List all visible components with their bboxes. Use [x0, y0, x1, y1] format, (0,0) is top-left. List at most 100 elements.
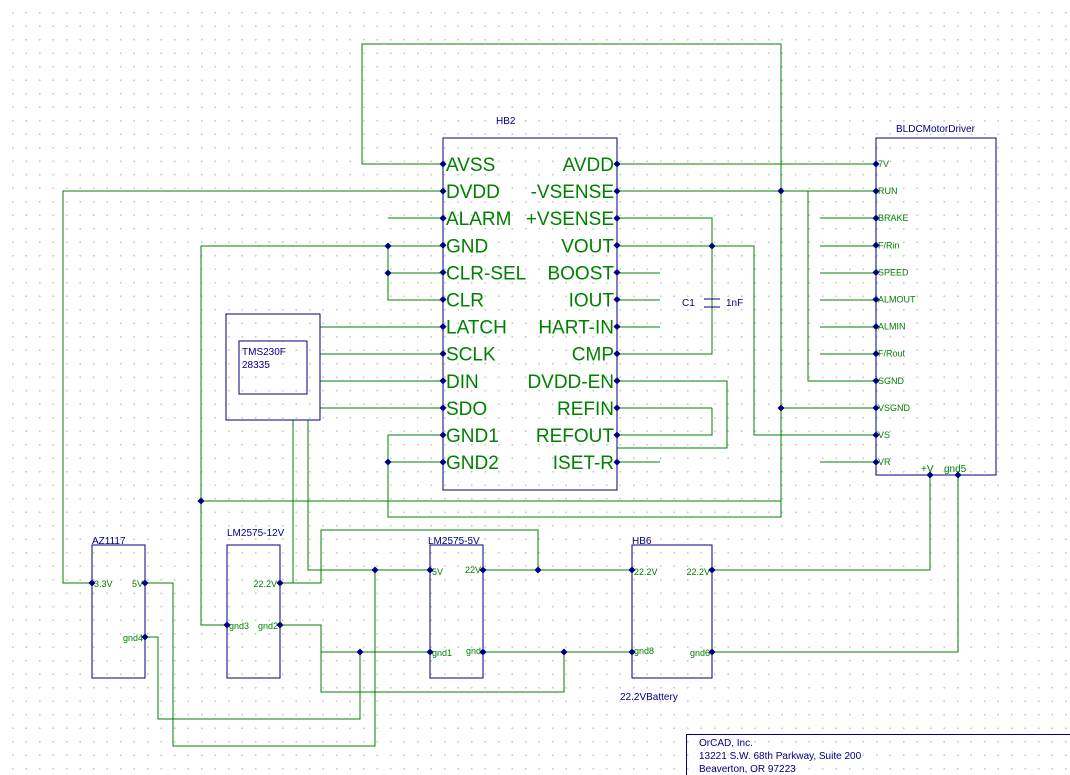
- lm5-pin-label: 5V: [432, 567, 443, 577]
- hb2-pin-label: HART-IN: [538, 318, 614, 339]
- junction-dot: [356, 648, 364, 656]
- hb2-right-pins: AVDD-VSENSE+VSENSEVOUTBOOSTIOUTHART-INCM…: [526, 155, 615, 474]
- hb6-battery[interactable]: HB6 22.2V 22.2V gnd8 gnd6 22.2VBattery: [620, 536, 713, 703]
- bldc-pin-label: VR: [878, 457, 891, 467]
- hb2-pin-label: REFIN: [557, 399, 614, 420]
- bldc-pin-label: SPEED: [878, 267, 909, 277]
- tms-label-line2: 28335: [242, 360, 270, 371]
- hb6-caption: 22.2VBattery: [620, 692, 678, 703]
- hb2-pin-label: VOUT: [561, 236, 614, 257]
- junction-dot: [384, 458, 392, 466]
- hb2-left-pins: AVSSDVDDALARMGNDCLR-SELCLRLATCHSCLKDINSD…: [446, 155, 526, 474]
- hb2-pin-label: LATCH: [446, 318, 507, 339]
- junction-dot: [439, 268, 447, 276]
- junction-dot: [613, 377, 621, 385]
- junction-dot: [708, 242, 716, 250]
- junction-dot: [197, 497, 205, 505]
- hb2-pin-label: CMP: [572, 345, 614, 366]
- title-block-city: Beaverton, OR 97223: [699, 764, 796, 775]
- junction-dot: [872, 214, 880, 222]
- junction-dot: [613, 350, 621, 358]
- tms-inner-body: [238, 340, 308, 395]
- junction-dot: [613, 187, 621, 195]
- hb6-pin-label: gnd8: [634, 646, 654, 656]
- hb2-pin-label: ISET-R: [553, 453, 614, 474]
- junction-dot: [371, 566, 379, 574]
- junction-dot: [384, 269, 392, 277]
- bldc-ref-label: BLDCMotorDriver: [896, 124, 976, 135]
- hb2-pin-label: AVSS: [446, 155, 495, 176]
- junction-dot: [613, 458, 621, 466]
- junction-dot: [872, 160, 880, 168]
- hb2-pin-label: CLR-SEL: [446, 263, 526, 284]
- junction-dot: [534, 566, 542, 574]
- junction-dot: [88, 579, 96, 587]
- bldc-pin-label: 7V: [878, 159, 889, 169]
- az1117-body: [91, 544, 146, 679]
- capacitor-c1[interactable]: C1 1nF: [682, 298, 743, 309]
- az1117-pin-label: 5V: [132, 579, 143, 589]
- junction-dot: [872, 431, 880, 439]
- bldc-pin-label: ALMOUT: [878, 295, 916, 305]
- junction-dot: [439, 404, 447, 412]
- junction-dot: [276, 621, 284, 629]
- junction-dot: [872, 323, 880, 331]
- junction-dot: [872, 187, 880, 195]
- lm2575-5v-regulator[interactable]: LM2575-5V 5V 22V gnd1 gnd: [428, 536, 484, 679]
- bldc-pin-label: gnd5: [944, 464, 967, 475]
- junction-dot: [613, 431, 621, 439]
- junction-dot: [439, 431, 447, 439]
- junction-dot: [872, 404, 880, 412]
- junction-dot: [628, 648, 636, 656]
- hb2-pin-label: DIN: [446, 372, 479, 393]
- junction-dot: [872, 241, 880, 249]
- junction-dots: [88, 160, 962, 656]
- bldc-motor-driver[interactable]: BLDCMotorDriver 7VRUNBRAKEF/RinSPEEDALMO…: [875, 124, 997, 476]
- junction-dot: [628, 566, 636, 574]
- hb6-ref-label: HB6: [632, 536, 652, 547]
- hb6-pin-label: gnd6: [690, 648, 710, 658]
- hb2-pin-label: AVDD: [563, 155, 614, 176]
- tms-label-line1: TMS230F: [242, 347, 286, 358]
- lm2575-12v-regulator[interactable]: LM2575-12V 22.2V gnd3 gnd2: [226, 528, 285, 679]
- bldc-pin-label: RUN: [878, 186, 898, 196]
- bldc-pin-label: SGND: [878, 376, 905, 386]
- junction-dot: [439, 241, 447, 249]
- junction-dot: [276, 579, 284, 587]
- lm5-pin-label: gnd: [466, 646, 481, 656]
- junction-dot: [439, 350, 447, 358]
- junction-dot: [872, 377, 880, 385]
- junction-dot: [872, 350, 880, 358]
- hb2-pin-label: SDO: [446, 399, 487, 420]
- hb2-pin-label: +VSENSE: [526, 209, 614, 230]
- lm12-body: [226, 544, 281, 679]
- hb2-chip[interactable]: HB2 AVSSDVDDALARMGNDCLR-SELCLRLATCHSCLKD…: [442, 116, 618, 491]
- junction-dot: [439, 160, 447, 168]
- junction-dot: [613, 268, 621, 276]
- junction-dot: [439, 323, 447, 331]
- junction-dot: [560, 648, 568, 656]
- junction-dot: [479, 566, 487, 574]
- junction-dot: [708, 566, 716, 574]
- bldc-pin-label: F/Rout: [878, 349, 906, 359]
- junction-dot: [777, 187, 785, 195]
- hb2-pin-label: DVDD-EN: [527, 372, 614, 393]
- junction-dot: [613, 295, 621, 304]
- lm12-pin-label: 22.2V: [253, 579, 277, 589]
- tms-processor[interactable]: TMS230F 28335: [225, 313, 321, 421]
- wires: [62, 43, 959, 747]
- junction-dot: [141, 633, 149, 641]
- bldc-pins: 7VRUNBRAKEF/RinSPEEDALMOUTALMINF/RoutSGN…: [878, 159, 916, 467]
- bldc-pin-label: ALMIN: [878, 322, 906, 332]
- junction-dot: [613, 404, 621, 412]
- lm5-pin-label: 22V: [465, 565, 481, 575]
- hb2-pin-label: ALARM: [446, 209, 511, 230]
- az1117-pin-label: 3.3V: [94, 579, 113, 589]
- az1117-regulator[interactable]: AZ1117 3.3V 5V gnd4: [91, 536, 146, 679]
- lm12-pin-label: gnd2: [258, 621, 278, 631]
- c1-value-label: 1nF: [726, 298, 743, 309]
- bldc-body: [875, 137, 997, 476]
- junction-dot: [872, 458, 880, 466]
